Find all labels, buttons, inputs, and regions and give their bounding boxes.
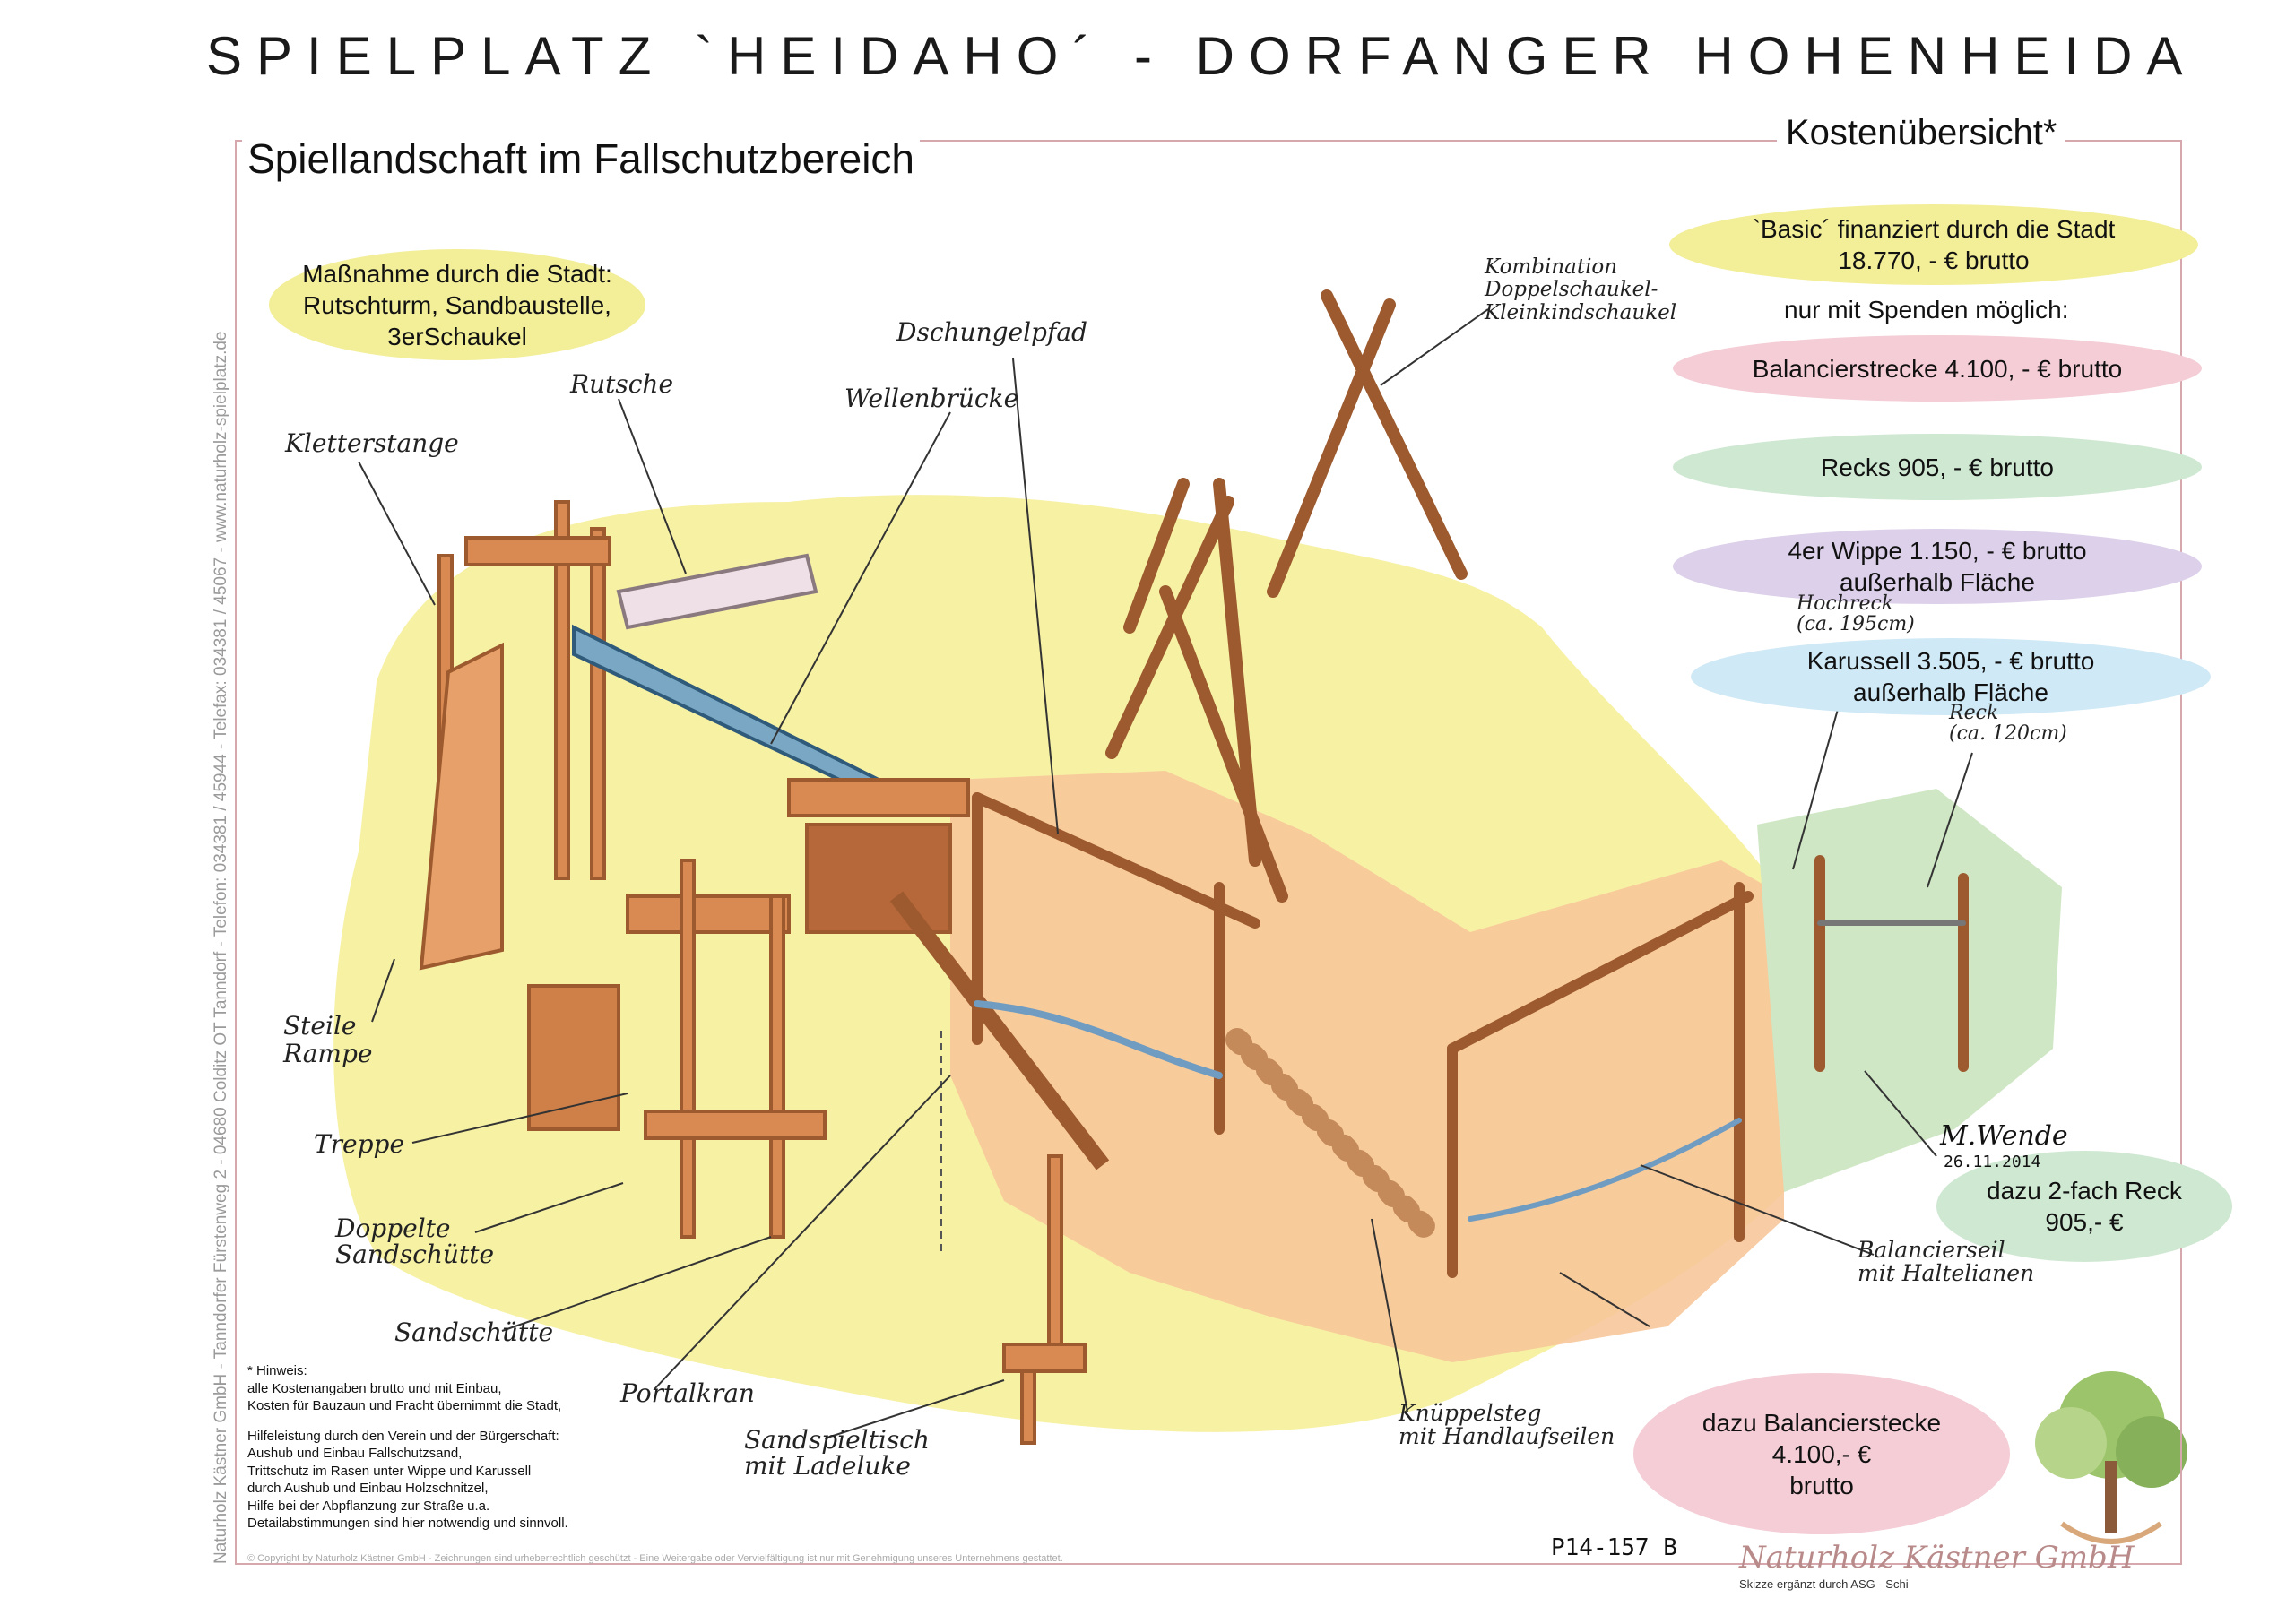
double-bar-cost-badge: dazu 2-fach Reck 905,- € — [1936, 1151, 2232, 1262]
label-dschungelpfad: Dschungelpfad — [896, 317, 1087, 347]
climbing-house — [527, 778, 1110, 1346]
company-subline: Skizze ergänzt durch ASG - Schi — [1739, 1577, 1909, 1591]
balancing-course — [972, 792, 1969, 1278]
page-title: SPIELPLATZ `HEIDAHO´ - DORFANGER HOHENHE… — [206, 26, 2197, 86]
basic-cost-badge: `Basic´ finanziert durch die Stadt 18.77… — [1669, 204, 2198, 285]
label-wellenbruecke: Wellenbrücke — [844, 384, 1019, 413]
label-arrows — [358, 308, 1973, 1439]
green-fall-zone — [1757, 789, 2062, 1192]
label-kletterstange: Kletterstange — [285, 428, 459, 458]
label-rutsche: Rutsche — [570, 369, 674, 399]
signature-date: 26.11.2014 — [1944, 1153, 2041, 1171]
label-balancierseil: Balancierseil mit Haltelianen — [1858, 1237, 2035, 1287]
bars-cost-badge: Recks 905, - € brutto — [1673, 434, 2202, 500]
company-name: Naturholz Kästner GmbH — [1739, 1540, 2135, 1576]
swing-frames — [1105, 289, 1468, 903]
tree-logo-icon — [2035, 1371, 2187, 1544]
section-title: Spiellandschaft im Fallschutzbereich — [242, 134, 921, 183]
balancing-extra-cost-badge: dazu Balancierstecke 4.100,- € brutto — [1633, 1373, 2010, 1534]
label-steile-rampe: Steile Rampe — [283, 1011, 373, 1068]
donations-note: nur mit Spenden möglich: — [1784, 296, 2069, 324]
seesaw-cost-badge: 4er Wippe 1.150, - € brutto außerhalb Fl… — [1673, 529, 2202, 604]
drawing-number: P14-157 B — [1551, 1534, 1677, 1561]
label-sandschuette: Sandschütte — [394, 1317, 554, 1347]
signature: M.Wende — [1940, 1120, 2068, 1152]
company-address: Naturholz Kästner GmbH - Tanndorfer Fürs… — [212, 331, 230, 1565]
orange-fall-zone — [950, 771, 1784, 1362]
label-knueppelsteg: Knüppelsteg mit Handlaufseilen — [1399, 1400, 1615, 1450]
label-sandspieltisch: Sandspieltisch mit Ladeluke — [744, 1425, 930, 1481]
carousel-cost-badge: Karussell 3.505, - € brutto außerhalb Fl… — [1691, 638, 2211, 715]
label-portalkran: Portalkran — [620, 1378, 755, 1408]
label-reck: Reck (ca. 120cm) — [1949, 702, 2067, 746]
label-doppelte-sandschuette: Doppelte Sandschütte — [335, 1214, 495, 1270]
label-treppe: Treppe — [314, 1129, 405, 1159]
city-measure-badge: Maßnahme durch die Stadt: Rutschturm, Sa… — [269, 249, 645, 360]
label-kombination: Kombination Doppelschaukel- Kleinkindsch… — [1485, 255, 1677, 324]
sand-table-and-crane — [940, 1031, 1087, 1445]
cost-hint: * Hinweis: alle Kostenangaben brutto und… — [247, 1363, 568, 1531]
costs-title: Kostenübersicht* — [1777, 113, 2066, 153]
label-hochreck: Hochreck (ca. 195cm) — [1797, 592, 1915, 636]
slide-tower — [419, 500, 898, 971]
balancing-cost-badge: Balancierstrecke 4.100, - € brutto — [1673, 335, 2202, 402]
sheet-frame — [235, 140, 2182, 1565]
copyright-notice: © Copyright by Naturholz Kästner GmbH - … — [247, 1553, 1063, 1564]
